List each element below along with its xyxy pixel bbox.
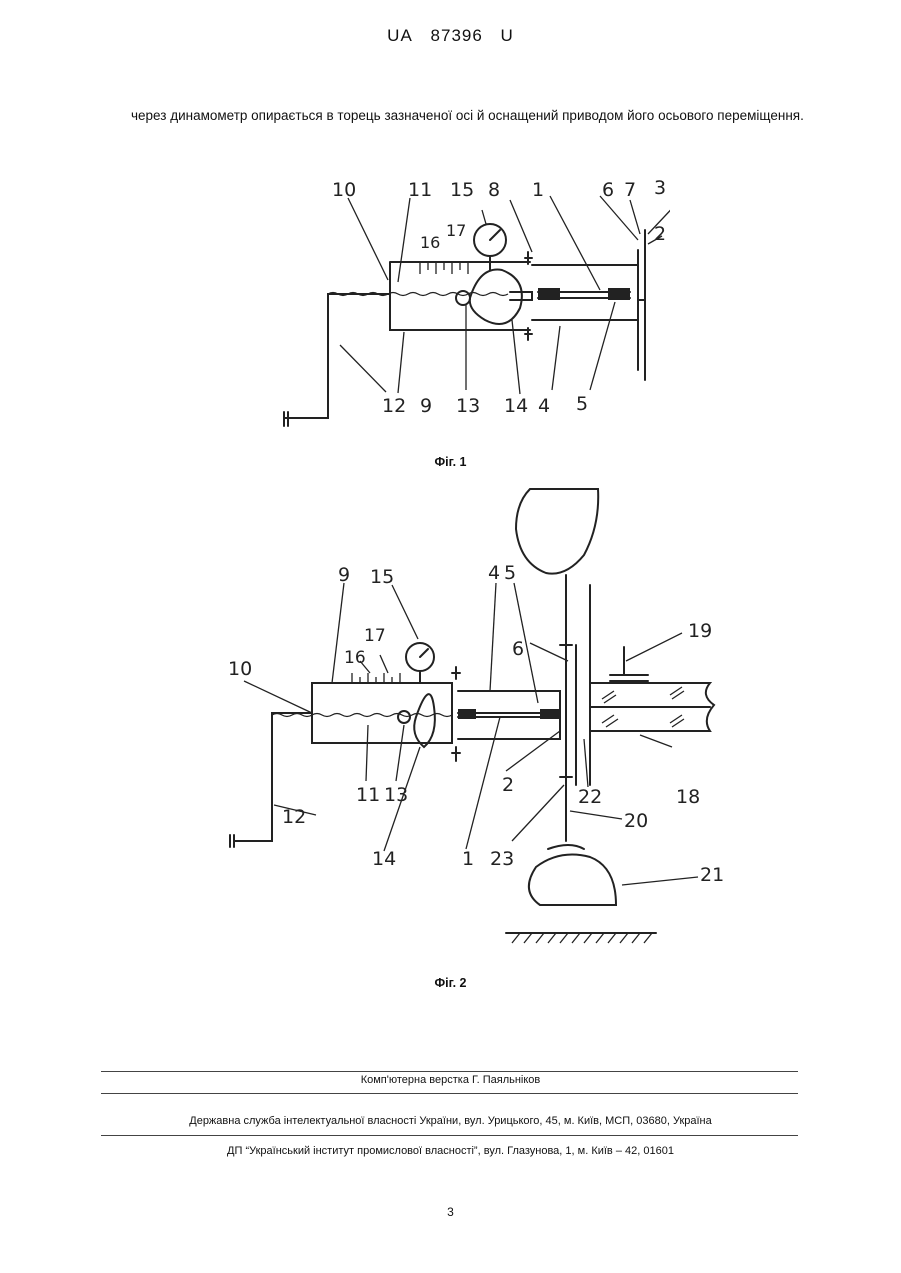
fig1-label-9: 9 <box>420 395 432 417</box>
fig2-label-12: 12 <box>282 806 306 828</box>
footer-divider-bottom <box>101 1135 798 1136</box>
fig2-label-14: 14 <box>372 848 396 870</box>
fig2-label-2: 2 <box>502 774 514 796</box>
fig1-label-1: 1 <box>532 179 544 201</box>
fig2-label-20: 20 <box>624 810 648 832</box>
page-number: 3 <box>0 1205 901 1219</box>
fig1-label-10: 10 <box>332 179 356 201</box>
fig1-label-3: 3 <box>654 177 666 199</box>
fig2-label-22: 22 <box>578 786 602 808</box>
fig1-label-6: 6 <box>602 179 614 201</box>
fig2-label-21: 21 <box>700 864 724 886</box>
layout-credit: Комп'ютерна верстка Г. Паяльніков <box>0 1074 901 1086</box>
fig2-label-11: 11 <box>356 784 380 806</box>
fig2-label-1: 1 <box>462 848 474 870</box>
fig1-label-5: 5 <box>576 393 588 415</box>
fig2-label-5: 5 <box>504 562 516 584</box>
fig2-label-17: 17 <box>364 626 386 646</box>
patent-header: UA 87396 U <box>0 26 901 46</box>
fig2-label-6: 6 <box>512 638 524 660</box>
figure-1-drawing: 10 11 15 8 1 6 7 3 16 17 2 12 9 13 14 4 … <box>270 170 670 440</box>
fig2-label-23: 23 <box>490 848 514 870</box>
figure-1-caption: Фіг. 1 <box>0 455 901 469</box>
patent-kind: U <box>501 26 514 45</box>
fig1-label-13: 13 <box>456 395 480 417</box>
fig2-label-9: 9 <box>338 564 350 586</box>
figure-2-caption: Фіг. 2 <box>0 976 901 990</box>
fig1-label-12: 12 <box>382 395 406 417</box>
fig1-label-14: 14 <box>504 395 528 417</box>
fig2-label-4: 4 <box>488 562 500 584</box>
fig1-label-17: 17 <box>446 221 466 240</box>
patent-country: UA <box>387 26 413 45</box>
fig1-label-2: 2 <box>654 223 666 245</box>
fig2-label-15: 15 <box>370 566 394 588</box>
fig2-label-19: 19 <box>688 620 712 642</box>
fig2-label-18: 18 <box>676 786 700 808</box>
figure-2: 9 15 4 5 19 17 16 6 10 2 22 18 11 13 12 … <box>220 485 730 955</box>
fig1-label-4: 4 <box>538 395 550 417</box>
fig1-label-15: 15 <box>450 179 474 201</box>
fig1-label-8: 8 <box>488 179 500 201</box>
agency-address: Державна служба інтелектуальної власност… <box>0 1115 901 1127</box>
fig1-label-16: 16 <box>420 233 440 252</box>
figure-1: 10 11 15 8 1 6 7 3 16 17 2 12 9 13 14 4 … <box>270 170 670 440</box>
fig1-label-11: 11 <box>408 179 432 201</box>
footer-divider-middle <box>101 1093 798 1094</box>
institute-address: ДП “Український інститут промислової вла… <box>0 1145 901 1157</box>
fig2-label-13: 13 <box>384 784 408 806</box>
figure-2-drawing: 9 15 4 5 19 17 16 6 10 2 22 18 11 13 12 … <box>220 485 730 955</box>
footer-divider-top <box>101 1071 798 1072</box>
claim-text: через динамометр опирається в торець заз… <box>131 106 814 125</box>
fig2-label-16: 16 <box>344 648 366 668</box>
patent-number: 87396 <box>431 26 483 45</box>
fig1-label-7: 7 <box>624 179 636 201</box>
fig2-label-10: 10 <box>228 658 252 680</box>
